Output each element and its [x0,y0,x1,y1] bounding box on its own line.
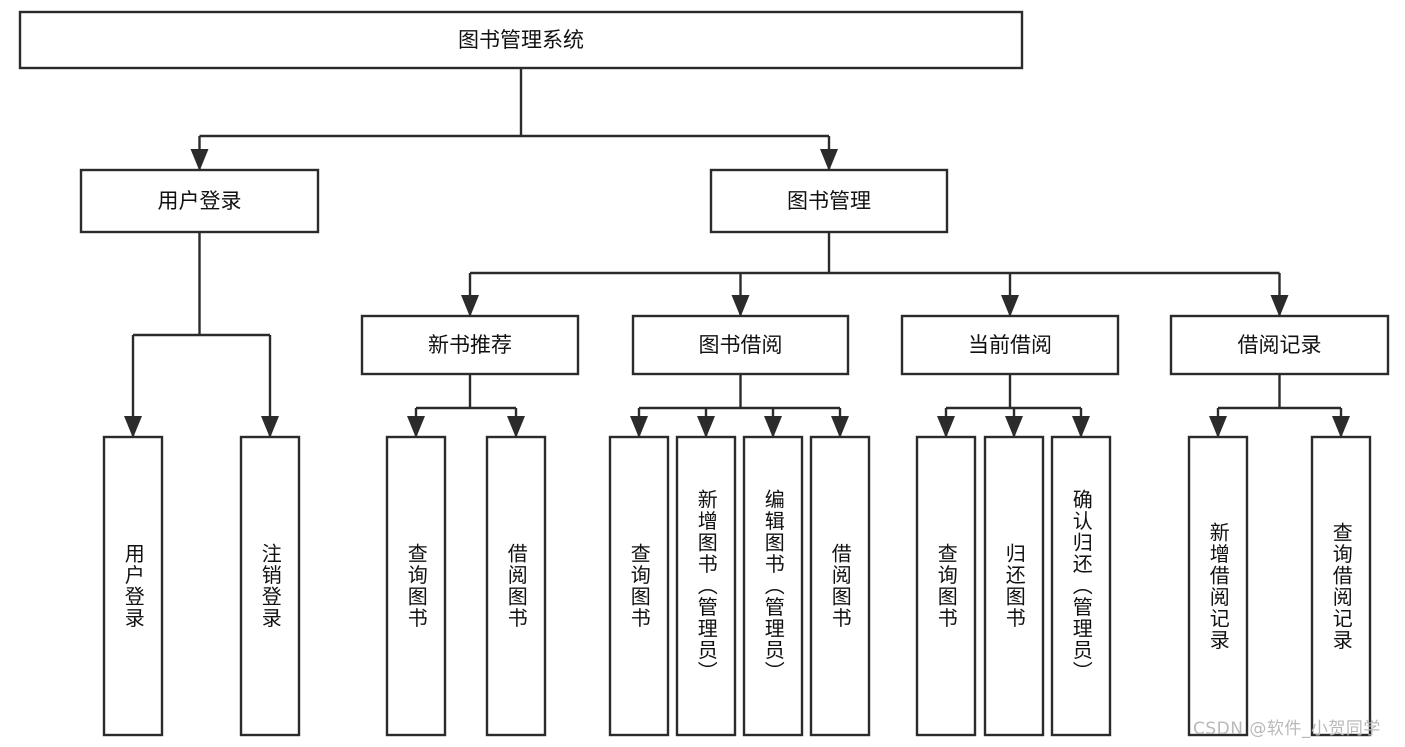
level3-label-3: 借阅记录 [1238,333,1322,357]
borrow-record-branch-arrow-icon-0 [1209,416,1227,438]
level2-box-1[interactable] [709,168,949,234]
current-borrow-branch-arrow-icon-1 [1005,416,1023,438]
watermark-text: CSDN @软件_小贺同学 [1193,719,1381,739]
level3-box-1[interactable] [631,314,850,376]
root-label-0: 图书管理系统 [458,28,584,52]
leaf-box-4[interactable] [608,435,670,737]
book-mgmt-branch-arrow-icon-2 [1001,295,1019,317]
book-mgmt-branch-arrow-icon-3 [1270,295,1289,317]
root-box-0[interactable] [18,10,1024,70]
leaf-box-9[interactable] [983,435,1045,737]
leaf-label-7: 借阅图书 [828,543,853,629]
level2-label-0: 用户登录 [158,189,242,213]
root-branch-arrow-icon-1 [820,149,838,171]
root-branch-arrow-icon-0 [190,149,209,171]
box-layer [18,10,1390,737]
level3-label-1: 图书借阅 [699,333,783,357]
current-borrow-branch-arrow-icon-0 [937,416,955,438]
level2-label-1: 图书管理 [787,189,871,213]
leaf-label-9: 归还图书 [1002,543,1027,629]
new-book-branch-arrow-icon-1 [507,416,525,438]
level3-box-0[interactable] [360,314,580,376]
book-mgmt-branch-arrow-icon-1 [731,295,750,317]
leaf-box-3[interactable] [485,435,547,737]
leaf-label-6: 编辑图书（管理员） [761,489,786,683]
user-login-branch-arrow-icon-0 [124,416,142,438]
leaf-box-7[interactable] [809,435,871,737]
new-book-branch-arrow-icon-0 [407,416,425,438]
leaf-label-5: 新增图书（管理员） [694,489,719,683]
leaf-label-3: 借阅图书 [504,543,529,629]
leaf-label-8: 查询图书 [934,543,959,629]
borrow-branch-arrow-icon-3 [831,416,849,438]
level2-box-0[interactable] [79,168,320,234]
level3-label-2: 当前借阅 [968,333,1052,357]
leaf-label-12: 查询借阅记录 [1329,521,1354,651]
leaf-box-2[interactable] [385,435,447,737]
borrow-record-branch-arrow-icon-1 [1332,416,1350,438]
level3-label-0: 新书推荐 [428,333,512,357]
leaf-box-1[interactable] [239,435,301,737]
connector-layer [124,68,1350,438]
leaf-box-6[interactable] [742,435,804,737]
leaf-label-2: 查询图书 [404,543,429,629]
leaf-box-10[interactable] [1050,435,1112,737]
borrow-branch-arrow-icon-1 [697,416,715,438]
leaf-label-1: 注销登录 [258,543,283,629]
current-borrow-branch-arrow-icon-2 [1072,416,1090,438]
user-login-branch-arrow-icon-1 [261,416,279,438]
leaf-box-8[interactable] [915,435,977,737]
borrow-branch-arrow-icon-2 [764,416,782,438]
borrow-branch-arrow-icon-0 [630,416,648,438]
leaf-label-0: 用户登录 [121,543,146,629]
book-mgmt-branch-arrow-icon-0 [461,295,479,317]
level3-box-2[interactable] [900,314,1120,376]
leaf-label-4: 查询图书 [627,543,652,629]
leaf-box-5[interactable] [675,435,737,737]
leaf-box-11[interactable] [1187,435,1249,737]
leaf-box-12[interactable] [1310,435,1372,737]
leaf-label-11: 新增借阅记录 [1206,521,1231,651]
leaf-label-10: 确认归还（管理员） [1069,489,1094,683]
level3-box-3[interactable] [1169,314,1390,376]
leaf-box-0[interactable] [102,435,164,737]
